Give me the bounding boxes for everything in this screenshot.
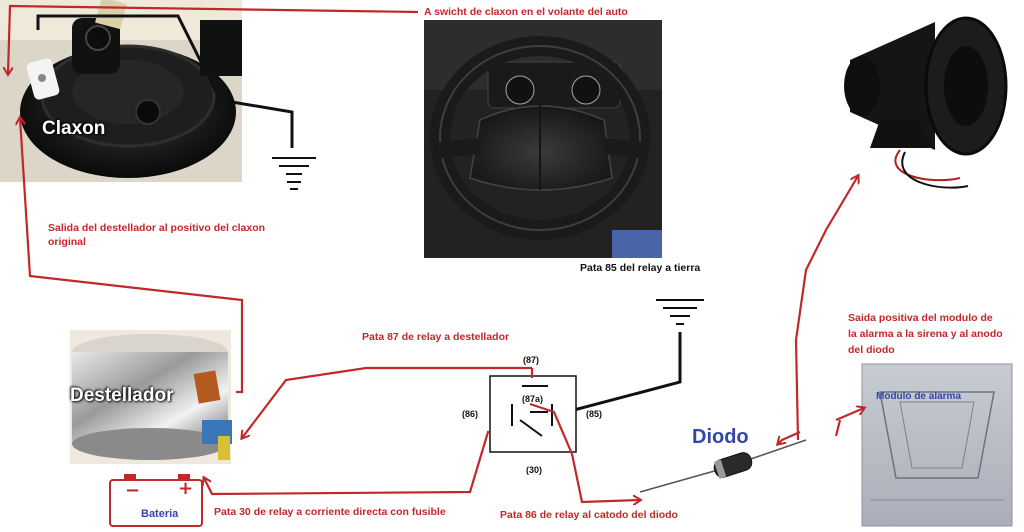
diode-icon [639, 439, 807, 493]
switch-label: A swicht de claxon en el volante del aut… [424, 6, 628, 18]
red-wires [8, 4, 864, 502]
relay-pin-30: (30) [526, 465, 543, 475]
alarm-module-photo [861, 363, 1013, 527]
siren-photo [844, 16, 1008, 189]
battery-minus: − [125, 480, 141, 501]
relay-pin-85: (85) [586, 409, 603, 419]
relay-pin-87a: (87a) [522, 394, 544, 404]
pata85-label: Pata 85 del relay a tierra [580, 262, 701, 274]
salida-alarma-line3: del diodo [848, 344, 895, 356]
relay-box [489, 375, 577, 453]
claxon-label: Claxon [42, 118, 106, 139]
ground-symbol-icon [656, 299, 704, 325]
modulo-label: Modulo de alarma [876, 391, 962, 402]
steering-wheel-photo [424, 20, 662, 258]
destellador-label: Destellador [70, 385, 174, 406]
pata87-label: Pata 87 de relay a destellador [362, 331, 510, 343]
diodo-label: Diodo [692, 426, 749, 448]
salida-alarma-line1: Saida positiva del modulo de [848, 312, 993, 324]
flasher-relay-photo [70, 330, 232, 464]
salida-label-line2: original [48, 236, 86, 248]
battery-plus: + [178, 478, 194, 499]
relay-pin-86: (86) [462, 409, 479, 419]
bateria-label: Bateria [141, 508, 179, 520]
battery-icon [109, 474, 203, 527]
salida-label-line1: Salida del destellador al positivo del c… [48, 222, 266, 234]
relay-pin-87: (87) [523, 355, 540, 365]
pata30-label: Pata 30 de relay a corriente directa con… [214, 506, 446, 518]
salida-alarma-line2: la alarma a la sirena y al anodo [848, 328, 1003, 340]
ground-symbol-icon [272, 157, 316, 190]
horn-photo [0, 0, 242, 182]
pata86-label: Pata 86 de relay al catodo del diodo [500, 509, 678, 521]
